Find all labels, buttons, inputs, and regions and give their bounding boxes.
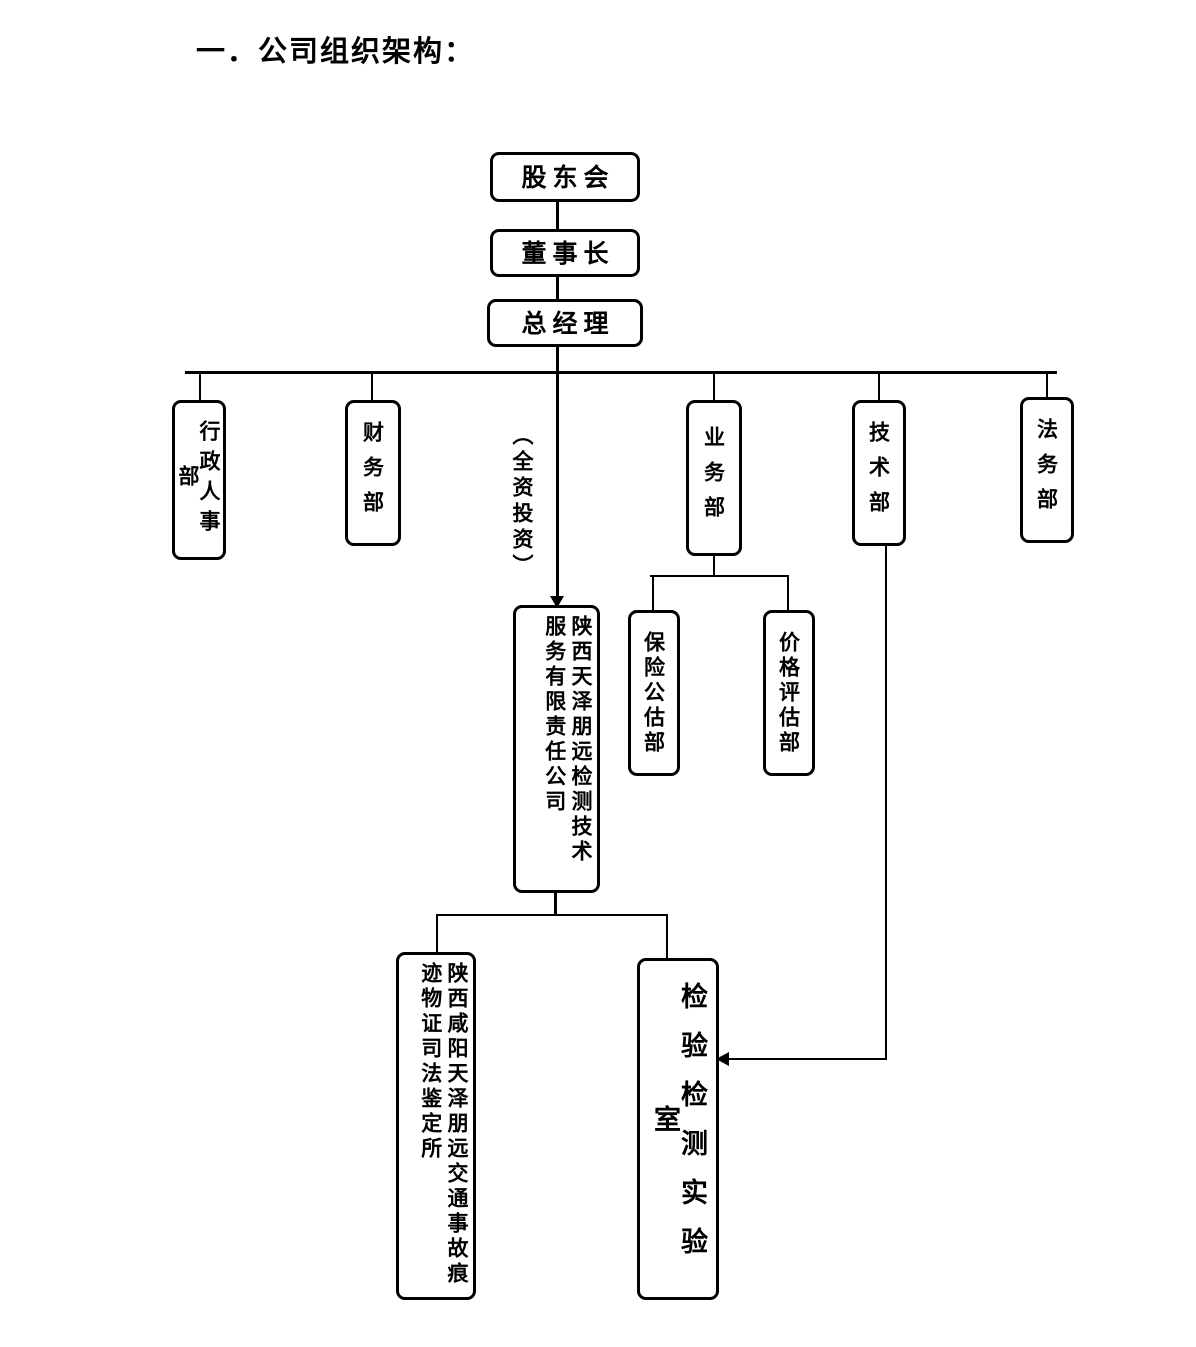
edge-bus-to-forensic-institute [436,916,438,952]
page-title: 一．公司组织架构： [196,34,476,68]
node-finance[interactable]: 财务部 [345,400,401,546]
edge-general-manager-bus [185,371,1057,374]
node-chairman[interactable]: 董事长 [490,229,640,277]
edge-general-manager-stem [556,347,559,373]
edge-subsidiary-bus [436,914,668,916]
node-shareholders[interactable]: 股东会 [490,152,640,202]
edge-bus-to-legal [1046,373,1048,400]
node-general-manager[interactable]: 总经理 [487,299,643,347]
edge-bus-to-testing-laboratory [666,916,668,958]
edge-bus-to-technology [878,373,880,400]
edge-general-manager-to-subsidiary [556,373,559,605]
edge-business-bus [650,575,789,577]
node-testing-laboratory[interactable]: 检验检测实验室 [637,958,719,1300]
node-legal[interactable]: 法务部 [1020,397,1074,543]
node-forensic-institute[interactable]: 陕西咸阳天泽朋远交通事故痕迹物证司法鉴定所 [396,952,476,1300]
edge-chairman-to-general-manager [556,277,559,299]
arrow-left-icon-laboratory [716,1052,729,1066]
node-price-appraisal[interactable]: 价格评估部 [763,610,815,776]
node-business[interactable]: 业务部 [686,400,742,556]
node-insurance-assessment[interactable]: 保险公估部 [628,610,680,776]
node-subsidiary-testing[interactable]: 陕西天泽朋远检测技术服务有限责任公司 [513,605,600,893]
edge-bus-to-business [713,373,715,400]
edge-technology-to-laboratory-horizontal [727,1058,887,1060]
edge-bus-to-admin-hr [199,373,201,400]
edge-subsidiary-stem [554,893,557,915]
edge-shareholders-to-chairman [556,202,559,229]
edge-technology-to-laboratory-vertical [885,546,887,1060]
edge-bus-to-price-appraisal [787,577,789,610]
edge-business-stem [713,556,715,576]
node-technology[interactable]: 技术部 [852,400,906,546]
edge-bus-to-insurance-assessment [652,577,654,610]
annotation-wholly-owned-investment: （全资投资） [510,424,535,580]
node-admin-hr[interactable]: 行政人事部 [172,400,226,560]
edge-bus-to-finance [371,373,373,400]
